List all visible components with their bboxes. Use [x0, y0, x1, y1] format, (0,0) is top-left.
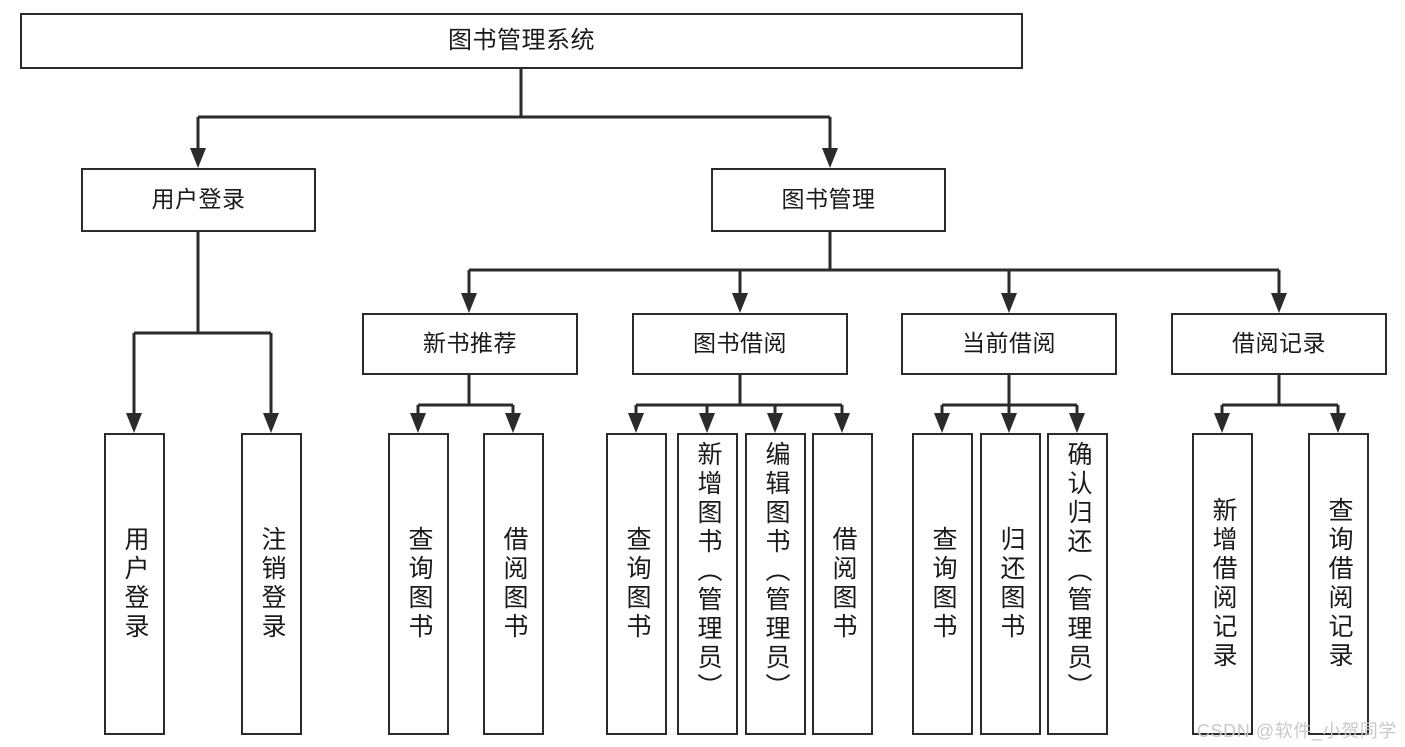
node-root-system[interactable]: 图书管理系统	[20, 13, 1023, 69]
node-label: 图书借阅	[693, 330, 787, 357]
watermark: CSDN @软件_小贺同学	[1196, 721, 1397, 741]
arrowhead-borrowrecord-leaf-2	[1330, 413, 1346, 433]
node-label: 用户登录	[151, 186, 246, 213]
node-user-login[interactable]: 用户登录	[81, 168, 316, 232]
node-book-borrow[interactable]: 图书借阅	[632, 313, 848, 375]
node-current-borrow[interactable]: 当前借阅	[901, 313, 1117, 375]
arrowhead-leaf-logout	[263, 413, 279, 433]
node-label: 注销登录	[258, 526, 286, 642]
node-label: 借阅图书	[829, 526, 857, 642]
arrowhead-newbook-leaf-2	[505, 413, 521, 433]
node-label: 查询图书	[929, 526, 957, 642]
node-borrow-record[interactable]: 借阅记录	[1171, 313, 1387, 375]
arrowhead-new-book	[461, 293, 477, 313]
leaf-newbook-query-book[interactable]: 查询图书	[388, 433, 449, 735]
leaf-user-login[interactable]: 用户登录	[104, 433, 165, 735]
node-new-book-recommend[interactable]: 新书推荐	[362, 313, 578, 375]
leaf-borrowrecord-add-record[interactable]: 新增借阅记录	[1192, 433, 1253, 735]
leaf-currentborrow-query-book[interactable]: 查询图书	[912, 433, 973, 735]
arrowhead-borrowrecord-leaf-1	[1214, 413, 1230, 433]
leaf-currentborrow-confirm-return-admin[interactable]: 确认归还（管理员）	[1047, 433, 1108, 735]
node-label: 新增借阅记录	[1209, 497, 1237, 671]
arrowhead-currentborrow-leaf-2	[1001, 413, 1017, 433]
node-label: 归还图书	[997, 526, 1025, 642]
node-label: 图书管理	[781, 186, 876, 213]
leaf-bookborrow-borrow-book[interactable]: 借阅图书	[812, 433, 873, 735]
node-label: 查询图书	[623, 526, 651, 642]
arrowhead-current-borrow	[1001, 293, 1017, 313]
arrowhead-currentborrow-leaf-3	[1069, 413, 1085, 433]
node-label: 编辑图书（管理员）	[762, 441, 790, 702]
leaf-logout[interactable]: 注销登录	[241, 433, 302, 735]
node-book-management[interactable]: 图书管理	[711, 168, 946, 232]
node-label: 借阅记录	[1232, 330, 1326, 357]
arrowhead-newbook-leaf-1	[410, 413, 426, 433]
leaf-currentborrow-return-book[interactable]: 归还图书	[980, 433, 1041, 735]
leaf-bookborrow-edit-book-admin[interactable]: 编辑图书（管理员）	[745, 433, 806, 735]
node-label: 查询借阅记录	[1325, 497, 1353, 671]
arrowhead-user-login	[190, 148, 206, 168]
arrowhead-leaf-user-login	[126, 413, 142, 433]
arrowhead-borrow-record	[1271, 293, 1287, 313]
arrowhead-book-borrow	[732, 293, 748, 313]
node-label: 用户登录	[121, 526, 149, 642]
leaf-bookborrow-add-book-admin[interactable]: 新增图书（管理员）	[677, 433, 738, 735]
arrowhead-bookborrow-leaf-3	[767, 413, 783, 433]
node-label: 新书推荐	[423, 330, 517, 357]
arrowhead-book-manage	[822, 148, 838, 168]
arrowhead-currentborrow-leaf-1	[934, 413, 950, 433]
leaf-newbook-borrow-book[interactable]: 借阅图书	[483, 433, 544, 735]
arrowhead-bookborrow-leaf-4	[834, 413, 850, 433]
node-label: 当前借阅	[962, 330, 1056, 357]
node-label: 新增图书（管理员）	[694, 441, 722, 702]
node-label: 图书管理系统	[448, 26, 595, 54]
leaf-bookborrow-query-book[interactable]: 查询图书	[606, 433, 667, 735]
arrowhead-bookborrow-leaf-2	[699, 413, 715, 433]
node-label: 查询图书	[405, 526, 433, 642]
node-label: 借阅图书	[500, 526, 528, 642]
node-label: 确认归还（管理员）	[1064, 441, 1092, 702]
arrowhead-bookborrow-leaf-1	[628, 413, 644, 433]
leaf-borrowrecord-query-record[interactable]: 查询借阅记录	[1308, 433, 1369, 735]
